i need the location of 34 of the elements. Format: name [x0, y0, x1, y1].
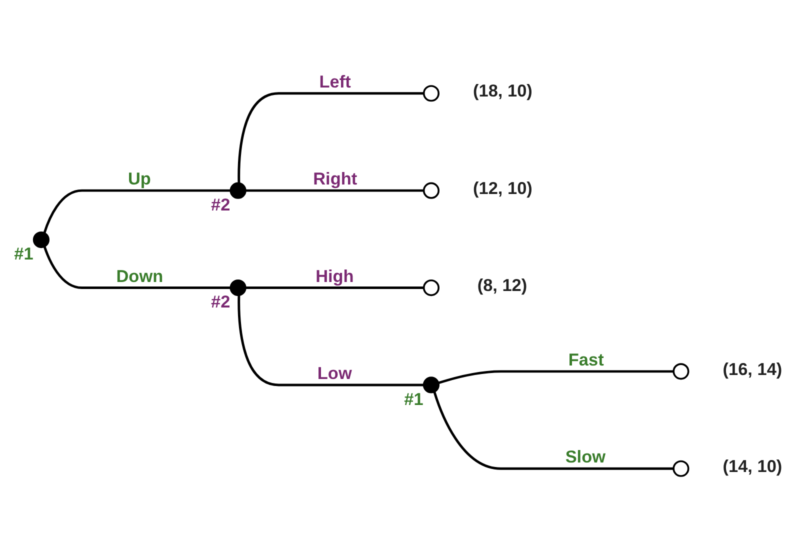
node-label: (14, 10): [722, 456, 782, 476]
connector: [237, 92, 423, 183]
node-label: #2: [210, 194, 230, 214]
connector: [245, 286, 423, 289]
node-circle: [422, 182, 440, 199]
node-label: (8, 12): [476, 275, 527, 296]
connector: [432, 392, 673, 470]
node-dot: [229, 279, 246, 296]
edge-label: Right: [312, 168, 357, 189]
edge-label: Down: [116, 266, 163, 286]
node-label: (16, 14): [722, 358, 782, 379]
node-label: (12, 10): [472, 178, 532, 198]
edge-label: Fast: [568, 350, 604, 370]
node-circle: [422, 279, 440, 296]
connector: [42, 246, 230, 289]
node-label: #1: [404, 388, 423, 409]
edge-label: High: [315, 266, 354, 286]
node-circle: [672, 460, 689, 477]
node-circle: [422, 85, 440, 102]
edge-label: Slow: [564, 446, 606, 467]
node-dot: [422, 376, 440, 394]
connector: [245, 189, 423, 192]
node-label: #1: [14, 244, 33, 264]
edge-label: Up: [127, 168, 150, 189]
connector: [237, 295, 423, 386]
edge-label: Low: [316, 363, 352, 384]
node-circle: [672, 363, 689, 380]
edge-label: Left: [318, 71, 350, 92]
node-dot: [32, 231, 50, 248]
connector: [438, 370, 673, 384]
node-dot: [229, 182, 246, 199]
connector: [42, 189, 230, 234]
node-label: #2: [210, 292, 230, 312]
node-label: (18, 10): [472, 80, 532, 101]
